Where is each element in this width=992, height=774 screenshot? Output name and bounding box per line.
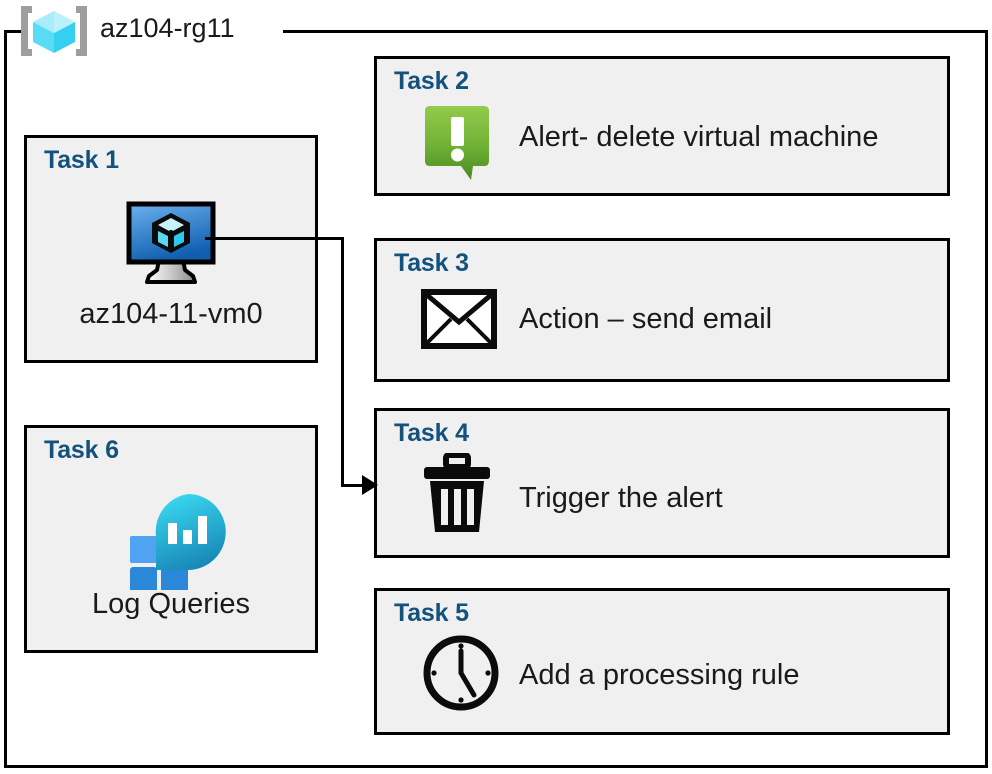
card-task6[interactable]: Task 6 Log Queries xyxy=(24,425,318,653)
card-task2-text: Alert- delete virtual machine xyxy=(519,121,879,153)
resource-group-border-top-left-stub xyxy=(4,30,24,33)
card-task6-caption: Log Queries xyxy=(92,588,250,620)
card-task1-caption: az104-11-vm0 xyxy=(79,298,263,330)
card-task5[interactable]: Task 5 Add a processing rule xyxy=(374,588,950,735)
connector-segment-vertical xyxy=(341,237,344,485)
log-analytics-icon xyxy=(130,494,226,590)
connector-segment-horizontal-bottom xyxy=(341,484,367,487)
card-task3[interactable]: Task 3 Action – send email xyxy=(374,238,950,382)
card-task1[interactable]: Task 1 xyxy=(24,135,318,363)
card-task3-text: Action – send email xyxy=(519,303,773,335)
resource-group-border-top-right xyxy=(283,30,988,33)
resource-group-border-right xyxy=(985,30,988,768)
virtual-machine-icon xyxy=(126,201,216,284)
resource-group-border-left xyxy=(4,30,7,768)
resource-group-cube-icon xyxy=(21,6,87,56)
resource-group-border-bottom xyxy=(4,765,988,768)
arrowhead-right-icon xyxy=(362,475,378,495)
card-task4-label: Task 4 xyxy=(394,419,469,447)
envelope-icon xyxy=(421,289,497,349)
clock-icon xyxy=(423,635,499,711)
resource-group-name: az104-rg11 xyxy=(100,13,235,43)
card-task1-label: Task 1 xyxy=(44,146,119,174)
trash-icon xyxy=(424,453,490,532)
alert-callout-icon xyxy=(425,106,489,180)
card-task6-label: Task 6 xyxy=(44,436,119,464)
card-task5-label: Task 5 xyxy=(394,599,469,627)
card-task4-text: Trigger the alert xyxy=(519,482,723,514)
card-task2-label: Task 2 xyxy=(394,67,469,95)
card-task5-text: Add a processing rule xyxy=(519,659,800,691)
card-task4[interactable]: Task 4 Trigger the alert xyxy=(374,408,950,558)
card-task3-label: Task 3 xyxy=(394,249,469,277)
card-task2[interactable]: Task 2 Alert- delete virtual machine xyxy=(374,56,950,196)
connector-segment-horizontal-top xyxy=(205,237,344,240)
